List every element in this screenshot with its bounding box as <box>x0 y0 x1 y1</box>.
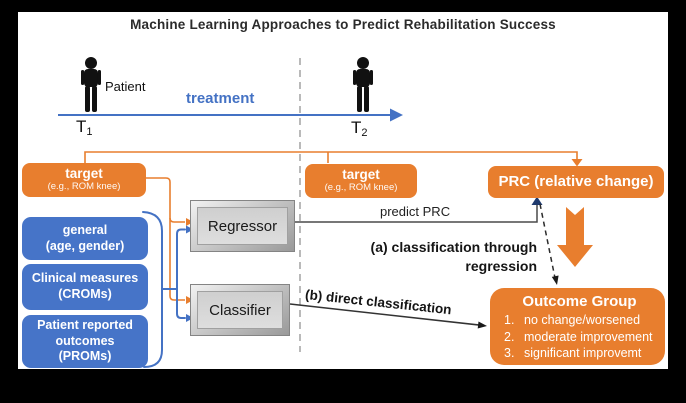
feature-line: (CROMs) <box>58 287 112 301</box>
classifier-label: Classifier <box>197 291 283 329</box>
outcome-group-box: Outcome Group 1. no change/worsened 2. m… <box>490 288 665 365</box>
outcome-item-text: no change/worsened <box>524 313 641 327</box>
feature-line: Patient reported <box>37 318 133 333</box>
regressor-label: Regressor <box>197 207 288 245</box>
outcome-item: 1. no change/worsened <box>504 312 655 329</box>
feature-line: outcomes <box>55 333 115 348</box>
outcome-item-text: moderate improvement <box>524 329 653 344</box>
outcome-item-text: significant improvemt <box>524 346 642 361</box>
target-title: target <box>65 166 103 182</box>
target-subtitle: (e.g., ROM knee) <box>324 182 398 194</box>
target-title: target <box>342 167 380 183</box>
outcome-group-title: Outcome Group <box>522 293 637 310</box>
t1-subscript: 1 <box>86 126 93 138</box>
timepoint-t1: T1 <box>76 117 93 138</box>
classifier-box: Classifier <box>190 284 290 336</box>
outcome-item-number: 1. <box>504 313 515 327</box>
feature-line: (PROMs) <box>58 349 112 364</box>
t2-base: T <box>351 118 362 137</box>
target-box-t1: target (e.g., ROM knee) <box>22 163 146 197</box>
outcome-item-number: 2. <box>504 329 515 344</box>
outcome-item: 2. moderate improvement <box>504 329 655 346</box>
path-a-label: (a) classification through regression <box>355 238 537 276</box>
prc-label: PRC (relative change) <box>498 172 654 190</box>
regressor-box: Regressor <box>190 200 295 252</box>
patient-label: Patient <box>105 79 146 94</box>
feature-line: (age, gender) <box>45 238 125 253</box>
feature-box-general: general (age, gender) <box>22 217 148 260</box>
t1-base: T <box>76 117 87 136</box>
feature-box-patient-reported: Patient reported outcomes (PROMs) <box>22 315 148 368</box>
treatment-label: treatment <box>186 90 255 107</box>
feature-line: Clinical measures <box>31 271 139 286</box>
outcome-item: 3. significant improvemt <box>504 345 655 362</box>
diagram-title: Machine Learning Approaches to Predict R… <box>130 17 556 32</box>
target-subtitle: (e.g., ROM knee) <box>47 181 121 193</box>
outcome-item-number: 3. <box>504 346 515 361</box>
path-a-line2: regression <box>465 257 537 274</box>
target-box-t2: target (e.g., ROM knee) <box>305 164 417 198</box>
predict-prc-label: predict PRC <box>380 204 451 219</box>
prc-box: PRC (relative change) <box>488 166 664 198</box>
feature-line: general <box>62 222 108 237</box>
feature-box-clinical-measures: Clinical measures (CROMs) <box>22 264 148 310</box>
path-a-line1: (a) classification through <box>370 239 537 255</box>
t2-subscript: 2 <box>361 127 368 139</box>
timepoint-t2: T2 <box>351 118 368 139</box>
